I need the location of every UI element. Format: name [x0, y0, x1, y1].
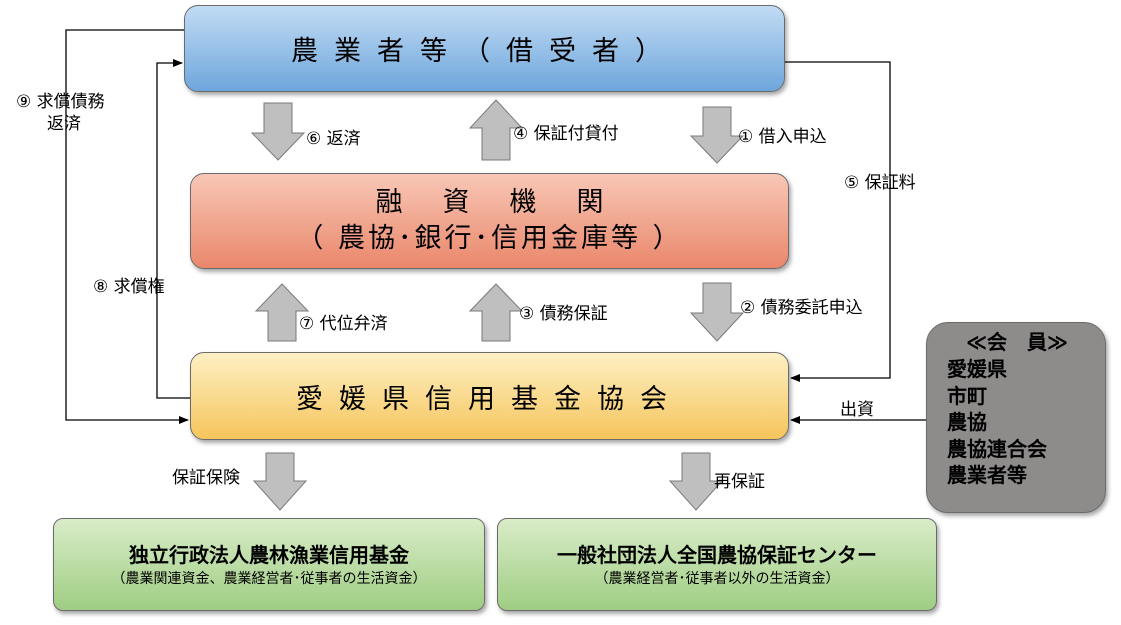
arrow-repay: [250, 102, 306, 161]
guarantee-center-box: 一般社団法人全国農協保証センター （農業経営者･従事者以外の生活資金）: [497, 518, 937, 611]
label-guaranteed-loan: ④ 保証付貸付: [513, 124, 619, 144]
member-item: 農業者等: [947, 463, 1027, 487]
arrow-reguarantee: [668, 452, 724, 511]
members-heading: ≪会 員≫: [966, 330, 1068, 354]
label-indemnity-repay-2: 返済: [47, 114, 81, 134]
association-title: 愛媛県信用基金協会: [296, 383, 683, 415]
fund-title: 独立行政法人農林漁業信用基金: [129, 542, 409, 567]
members-box: ≪会 員≫ 愛媛県 市町 農協 農協連合会 農業者等: [926, 322, 1106, 513]
farmers-box: 農業者等（借受者）: [184, 5, 785, 92]
member-item: 市町: [947, 383, 987, 408]
center-subtitle: （農業経営者･従事者以外の生活資金）: [594, 570, 840, 587]
label-guarantee-fee: ⑤ 保証料: [844, 173, 916, 193]
label-loan-application: ① 借入申込: [738, 127, 827, 147]
arrow-debt-guarantee: [468, 283, 524, 342]
arrow-loan-application: [689, 106, 745, 164]
arrow-guaranteed-loan: [468, 99, 524, 161]
member-item: 愛媛県: [947, 357, 1007, 381]
arrow-subrogation: [254, 283, 310, 342]
member-item: 農協連合会: [947, 436, 1047, 461]
label-debt-guarantee: ③ 債務保証: [519, 304, 608, 324]
farmers-title: 農業者等（借受者）: [291, 36, 678, 67]
label-consign-application: ② 債務委託申込: [740, 298, 863, 318]
fund-box: 独立行政法人農林漁業信用基金 （農業関連資金、農業経営者･従事者の生活資金）: [53, 518, 485, 611]
center-title: 一般社団法人全国農協保証センター: [557, 542, 877, 567]
finance-institutions-box: 融資機関 （ 農協･銀行･信用金庫等 ）: [190, 173, 789, 269]
label-subrogation: ⑦ 代位弁済: [299, 314, 388, 334]
label-investment: 出資: [840, 400, 874, 420]
flow-line-indemnity-right: [156, 59, 190, 399]
flow-line-guarantee-fee: [785, 61, 891, 382]
label-reguarantee: 再保証: [714, 472, 765, 492]
label-indemnity-repay: ⑨ 求償債務: [16, 92, 105, 112]
arrow-consign-application: [689, 282, 745, 342]
arrow-insurance: [252, 452, 308, 511]
label-insurance: 保証保険: [172, 468, 240, 488]
fund-subtitle: （農業関連資金、農業経営者･従事者の生活資金）: [111, 570, 427, 587]
association-box: 愛媛県信用基金協会: [190, 352, 789, 440]
label-indemnity-right: ⑧ 求償権: [93, 277, 165, 297]
finance-title: 融資機関: [375, 187, 644, 218]
member-item: 農協: [947, 410, 987, 434]
flow-line-indemnity-repay: [65, 29, 189, 424]
label-repay: ⑥ 返済: [306, 129, 361, 149]
finance-subtitle: （ 農協･銀行･信用金庫等 ）: [296, 223, 683, 254]
